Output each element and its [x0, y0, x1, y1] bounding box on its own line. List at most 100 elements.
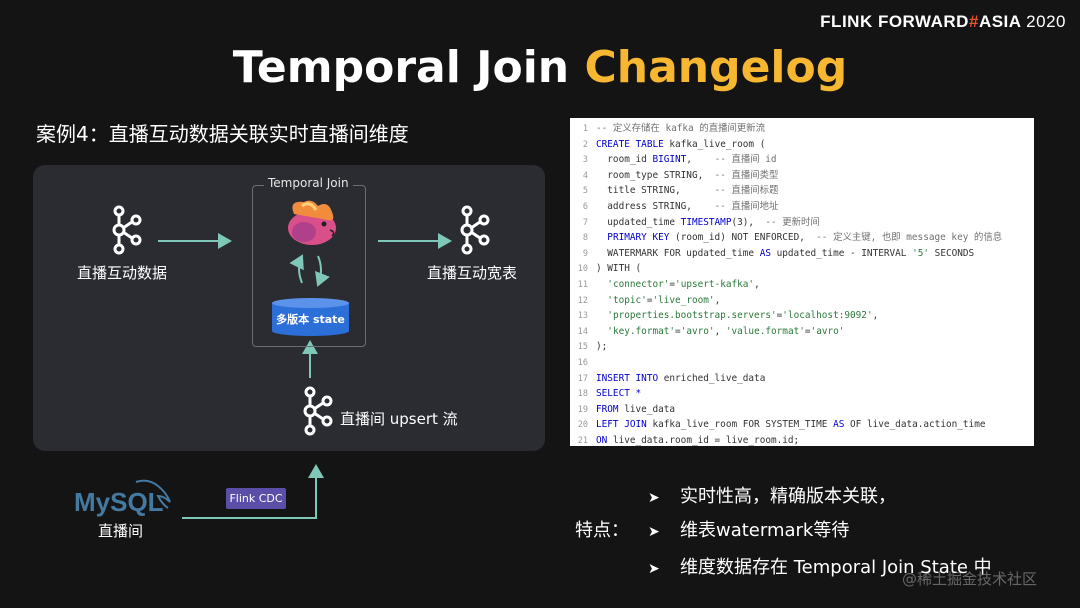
code-text: 'connector'='upsert-kafka',	[607, 278, 760, 290]
kafka-icon	[112, 205, 142, 255]
line-number: 15	[577, 342, 588, 353]
code-line: 19 FROM live_data	[570, 402, 1034, 418]
code-text: updated_time TIMESTAMP(3), -- 更新时间	[596, 216, 820, 228]
line-number: 9	[582, 248, 588, 259]
brand-hash: #	[968, 12, 979, 31]
slide-title: Temporal Join Changelog	[0, 42, 1080, 93]
brand-year: 2020	[1026, 12, 1066, 31]
line-number: 2	[582, 139, 588, 150]
sql-code-block: 1 -- 定义存储在 kafka 的直播间更新流 2 CREATE TABLE kaf…	[570, 118, 1034, 446]
code-line: 8 PRIMARY KEY (room_id) NOT ENFORCED, --…	[570, 230, 1034, 246]
code-line: 9 WATERMARK FOR updated_time AS updated_…	[570, 246, 1034, 262]
code-line: 12 'topic'='live_room',	[570, 293, 1034, 309]
code-text: INSERT INTO enriched_live_data	[596, 372, 766, 384]
feature-item: ➤ 维表watermark等待	[648, 516, 849, 542]
code-text: ) WITH (	[596, 263, 642, 275]
code-line: 17 INSERT INTO enriched_live_data	[570, 371, 1034, 387]
code-text: 'properties.bootstrap.servers'='localhos…	[607, 310, 879, 322]
arrow-icon: ➤	[648, 524, 660, 540]
line-number: 11	[577, 279, 588, 290]
sink-label: 直播互动宽表	[427, 264, 518, 282]
code-text: ON live_data.room_id = live_room.id;	[596, 434, 800, 446]
line-number: 13	[577, 311, 588, 322]
temporal-join-label: Temporal Join	[264, 176, 353, 190]
code-text: 'topic'='live_room',	[607, 294, 721, 306]
code-line: 15);	[570, 339, 1034, 355]
line-number: 21	[577, 435, 588, 446]
kafka-icon	[303, 386, 333, 436]
code-line: 16	[570, 355, 1034, 371]
case-title: 案例4：直播互动数据关联实时直播间维度	[36, 122, 409, 146]
code-text: room_id BIGINT, -- 直播间 id	[596, 154, 777, 166]
flink-cdc-badge: Flink CDC	[226, 488, 286, 509]
code-text: -- 定义存储在 kafka 的直播间更新流	[596, 123, 765, 134]
arrow-icon: ➤	[648, 490, 660, 506]
title-highlight: Changelog	[584, 42, 848, 93]
code-line: 10 ) WITH (	[570, 261, 1034, 277]
flink-squirrel-icon	[288, 200, 336, 245]
feature-text: 实时性高，精确版本关联，	[680, 486, 896, 507]
feature-item: ➤维度数据存在 Temporal Join State 中	[648, 553, 992, 579]
line-number: 1	[582, 124, 588, 134]
code-line: 20 LEFT JOIN kafka_live_room FOR SYSTEM_T…	[570, 417, 1034, 433]
code-text: room_type STRING, -- 直播间类型	[596, 169, 779, 181]
line-number: 6	[582, 201, 588, 212]
kafka-icon	[460, 205, 490, 255]
line-number: 10	[577, 264, 588, 275]
code-text: CREATE TABLE kafka_live_room (	[596, 138, 766, 150]
title-part1: Temporal Join	[232, 42, 585, 93]
feature-item: ➤ 实时性高，精确版本关联，	[648, 482, 896, 508]
mysql-logo-text: MySQL	[74, 487, 164, 517]
code-line: 2 CREATE TABLE kafka_live_room (	[570, 137, 1034, 153]
code-text: PRIMARY KEY (room_id) NOT ENFORCED, -- 定…	[607, 232, 1003, 244]
watermark: @稀土掘金技术社区	[902, 570, 1038, 588]
brand-event: ASIA	[978, 12, 1021, 31]
code-text: WATERMARK FOR updated_time AS updated_ti…	[596, 247, 975, 259]
code-line: 7 updated_time TIMESTAMP(3), -- 更新时间	[570, 215, 1034, 231]
code-line: 14 'key.format'='avro', 'value.format'='…	[570, 324, 1034, 340]
line-number: 12	[577, 295, 588, 306]
brand-name: FLINK FORWARD	[820, 12, 969, 31]
code-text: SELECT *	[596, 388, 642, 400]
arrow-state-up	[289, 254, 304, 284]
code-line: 6 address STRING, -- 直播间地址	[570, 199, 1034, 215]
features-label: 特点：	[575, 520, 629, 541]
feature-text: 维度数据存在 Temporal Join State 中	[680, 557, 992, 578]
mysql-logo: MySQL	[74, 479, 171, 517]
code-line: 11 'connector'='upsert-kafka',	[570, 277, 1034, 293]
code-line: 18 SELECT *	[570, 386, 1034, 402]
line-number: 17	[577, 373, 588, 384]
line-number: 18	[577, 389, 588, 400]
line-number: 19	[577, 404, 588, 415]
line-number: 14	[577, 326, 588, 337]
line-number: 7	[582, 217, 588, 228]
code-line: 1 -- 定义存储在 kafka 的直播间更新流	[570, 121, 1034, 137]
state-label: 多版本 state	[276, 313, 345, 326]
line-number: 5	[582, 186, 588, 197]
code-line: 3 room_id BIGINT, -- 直播间 id	[570, 152, 1034, 168]
line-number: 16	[577, 357, 588, 368]
brand-logo: FLINK FORWARD#ASIA 2020	[820, 12, 1066, 32]
arrow-state-down	[315, 255, 330, 287]
code-text: FROM live_data	[596, 403, 676, 415]
code-line: 5 title STRING, -- 直播间标题	[570, 183, 1034, 199]
line-number: 20	[577, 420, 588, 431]
code-line: 4 room_type STRING, -- 直播间类型	[570, 168, 1034, 184]
upsert-stream-label: 直播间 upsert 流	[340, 410, 458, 428]
code-text: 'key.format'='avro', 'value.format'='avr…	[607, 325, 845, 337]
code-text: title STRING, -- 直播间标题	[596, 185, 779, 197]
line-number: 4	[582, 170, 588, 181]
source-label: 直播互动数据	[77, 264, 168, 282]
code-text: address STRING, -- 直播间地址	[596, 200, 779, 212]
code-line: 21 ON live_data.room_id = live_room.id;	[570, 433, 1034, 449]
code-line: 13 'properties.bootstrap.servers'='local…	[570, 308, 1034, 324]
line-number: 3	[582, 155, 588, 166]
code-text: LEFT JOIN kafka_live_room FOR SYSTEM_TIM…	[596, 419, 986, 431]
code-text: );	[596, 341, 608, 353]
line-number: 8	[582, 233, 588, 244]
arrow-cdc-path	[182, 464, 324, 519]
state-database-icon	[272, 298, 349, 336]
feature-text: 维表watermark等待	[680, 520, 850, 541]
mysql-label: 直播间	[98, 522, 144, 540]
